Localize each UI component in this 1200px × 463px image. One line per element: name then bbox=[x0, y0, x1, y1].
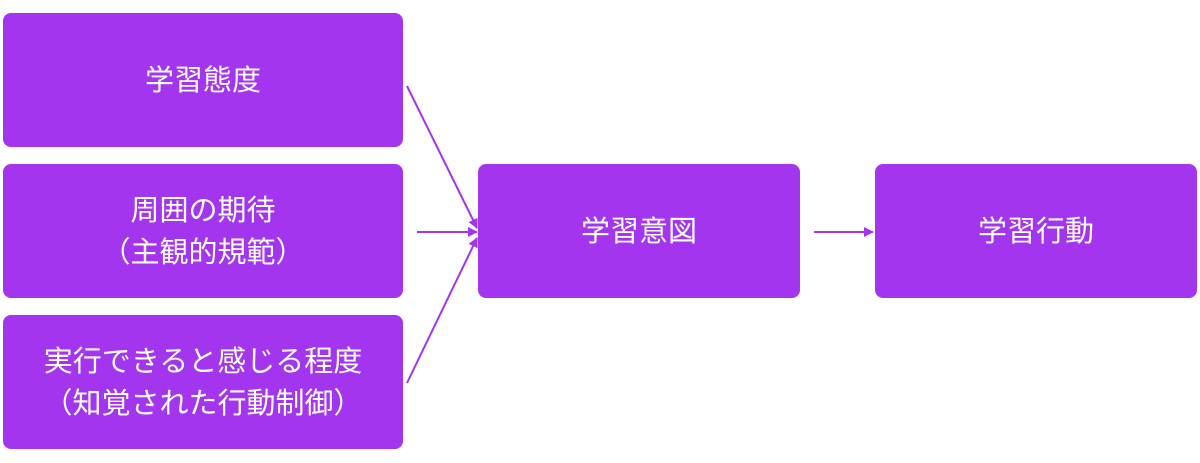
node-learning-behavior: 学習行動 bbox=[875, 164, 1197, 298]
node-label: 実行できると感じる程度 bbox=[43, 343, 363, 378]
node-learning-intention: 学習意図 bbox=[478, 164, 800, 298]
arrow-control-to-intention bbox=[406, 237, 478, 384]
node-label: 学習行動 bbox=[977, 213, 1094, 248]
node-sublabel: （知覚された行動制御） bbox=[43, 386, 363, 420]
node-label: 学習意図 bbox=[580, 213, 697, 248]
node-learning-attitude: 学習態度 bbox=[3, 13, 403, 147]
node-label: 周囲の期待 bbox=[130, 192, 276, 227]
arrow-attitude-to-intention bbox=[406, 85, 478, 229]
node-sublabel: （主観的規範） bbox=[101, 235, 305, 269]
node-subjective-norm: 周囲の期待 （主観的規範） bbox=[3, 164, 403, 298]
node-label: 学習態度 bbox=[144, 62, 261, 97]
node-perceived-behavioral-control: 実行できると感じる程度 （知覚された行動制御） bbox=[3, 315, 403, 449]
